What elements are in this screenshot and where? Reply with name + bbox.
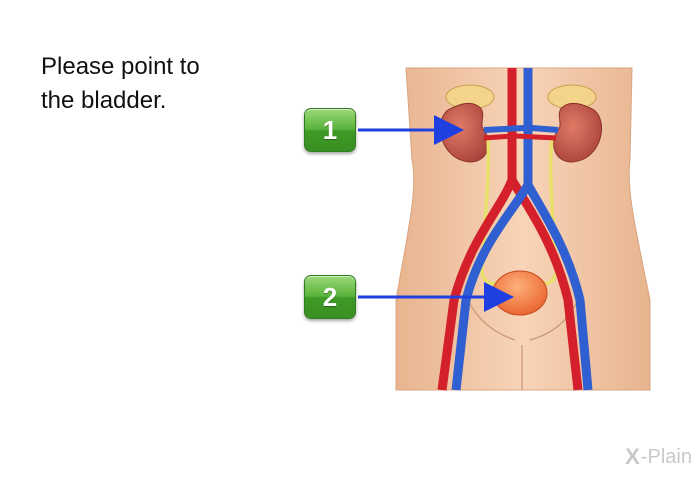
- answer-button-1[interactable]: 1: [304, 108, 356, 152]
- answer-button-2[interactable]: 2: [304, 275, 356, 319]
- groin-line-right: [529, 299, 579, 341]
- renal-artery-right: [515, 133, 557, 141]
- question-text: Please point to the bladder.: [41, 53, 200, 114]
- xplain-mark-icon: X: [625, 444, 640, 469]
- renal-vein-right: [531, 125, 559, 133]
- xplain-logo: X -Plain: [625, 444, 692, 470]
- right-iliac-vein: [524, 182, 593, 391]
- renal-vein-left: [483, 125, 525, 133]
- renal-artery-left: [483, 133, 513, 141]
- xplain-wordmark: -Plain: [640, 445, 692, 468]
- torso: [395, 67, 651, 391]
- aorta: [437, 68, 517, 391]
- vena-cava: [451, 68, 533, 391]
- bladder: [492, 270, 548, 316]
- right-kidney: [547, 84, 603, 163]
- groin-line-left: [467, 299, 516, 341]
